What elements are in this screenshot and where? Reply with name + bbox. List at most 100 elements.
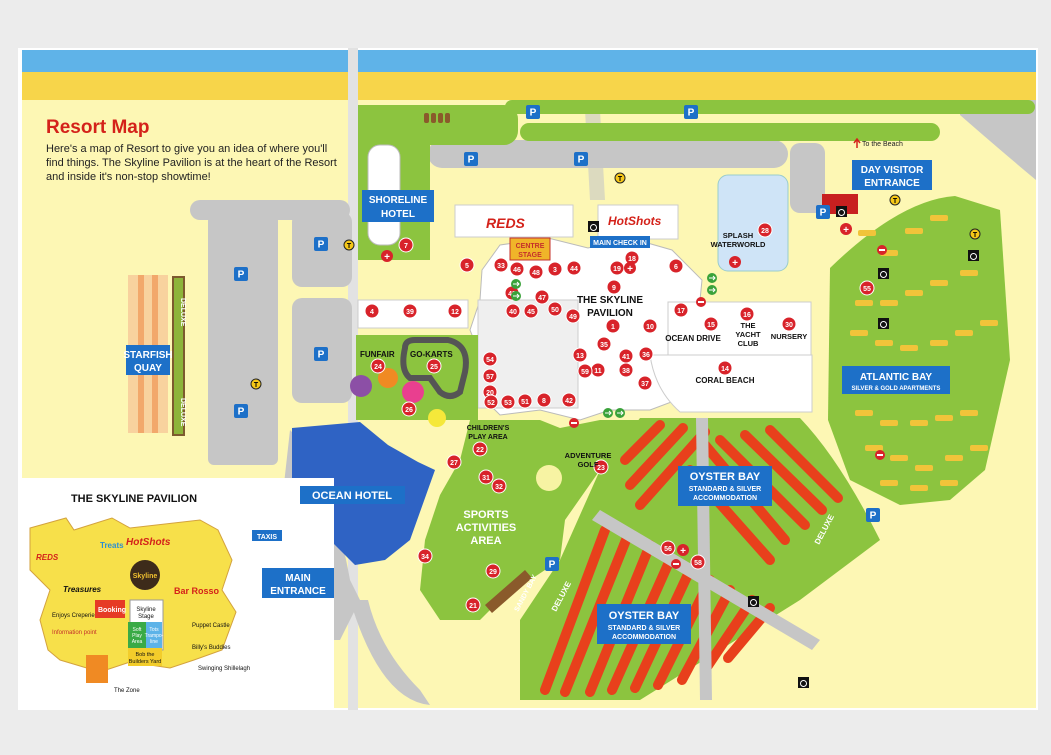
svg-text:+: + xyxy=(843,225,849,236)
map-marker-45[interactable]: 45 xyxy=(523,303,539,319)
map-marker-39[interactable]: 39 xyxy=(402,303,418,319)
apartment-block xyxy=(955,330,973,336)
map-marker-35[interactable]: 35 xyxy=(596,336,612,352)
map-marker-17[interactable]: 17 xyxy=(673,302,689,318)
taxi-icon: T xyxy=(614,172,626,184)
marker-circle xyxy=(717,360,733,376)
map-marker-7[interactable]: 7 xyxy=(398,237,414,253)
map-marker-57[interactable]: 57 xyxy=(482,368,498,384)
map-marker-59[interactable]: 59 xyxy=(577,363,593,379)
apartment-block xyxy=(930,215,948,221)
direction-arrow-icon xyxy=(615,408,625,418)
sandy-bay-strip xyxy=(485,570,532,613)
map-marker-54[interactable]: 54 xyxy=(482,351,498,367)
marker-number: 33 xyxy=(497,263,505,270)
map-marker-38[interactable]: 38 xyxy=(618,362,634,378)
deluxe-label-2: DELUXE xyxy=(179,398,186,427)
marker-circle xyxy=(690,554,706,570)
apartment-block xyxy=(855,410,873,416)
first-aid-icon: + xyxy=(624,262,636,275)
deluxe-strip-inner xyxy=(174,278,183,434)
map-marker-41[interactable]: 41 xyxy=(618,348,634,364)
map-marker-53[interactable]: 53 xyxy=(500,394,516,410)
svg-text:+: + xyxy=(680,546,686,557)
wheelchair-icon xyxy=(968,250,979,261)
map-marker-37[interactable]: 37 xyxy=(637,375,653,391)
map-marker-29[interactable]: 29 xyxy=(485,563,501,579)
marker-circle xyxy=(517,393,533,409)
map-marker-28[interactable]: 28 xyxy=(757,222,773,238)
map-marker-12[interactable]: 12 xyxy=(447,303,463,319)
skyline-pavilion-label-2: PAVILION xyxy=(587,308,633,319)
marker-circle xyxy=(561,392,577,408)
map-marker-56[interactable]: 56 xyxy=(660,540,676,556)
map-marker-52[interactable]: 52 xyxy=(483,394,499,410)
map-marker-44[interactable]: 44 xyxy=(566,260,582,276)
marker-circle xyxy=(483,394,499,410)
map-marker-3[interactable]: 3 xyxy=(547,261,563,277)
map-marker-33[interactable]: 33 xyxy=(493,257,509,273)
map-marker-51[interactable]: 51 xyxy=(517,393,533,409)
marker-number: 12 xyxy=(451,309,459,316)
marker-number: 16 xyxy=(743,312,751,319)
map-marker-22[interactable]: 22 xyxy=(472,441,488,457)
childrens-play-label-2: PLAY AREA xyxy=(468,434,507,441)
legend-title: THE SKYLINE PAVILION xyxy=(71,493,197,505)
map-marker-55[interactable]: 55 xyxy=(859,280,875,296)
map-marker-42[interactable]: 42 xyxy=(561,392,577,408)
map-marker-32[interactable]: 32 xyxy=(491,478,507,494)
map-marker-1[interactable]: 1 xyxy=(605,318,621,334)
marker-number: 19 xyxy=(613,266,621,273)
svg-text:T: T xyxy=(893,198,898,205)
map-marker-31[interactable]: 31 xyxy=(478,469,494,485)
map-marker-49[interactable]: 49 xyxy=(565,308,581,324)
map-marker-48[interactable]: 48 xyxy=(528,264,544,280)
map-marker-4[interactable]: 4 xyxy=(364,303,380,319)
apartment-block xyxy=(880,420,898,426)
map-marker-36[interactable]: 36 xyxy=(638,346,654,362)
marker-number: 37 xyxy=(641,381,649,388)
map-marker-34[interactable]: 34 xyxy=(417,548,433,564)
map-marker-23[interactable]: 23 xyxy=(593,459,609,475)
map-marker-11[interactable]: 11 xyxy=(590,362,606,378)
marker-number: 56 xyxy=(664,546,672,553)
map-marker-25[interactable]: 25 xyxy=(426,358,442,374)
map-marker-9[interactable]: 9 xyxy=(606,279,622,295)
day-visitor-label-2: ENTRANCE xyxy=(864,178,920,189)
map-marker-8[interactable]: 8 xyxy=(536,392,552,408)
map-marker-30[interactable]: 30 xyxy=(781,316,797,332)
map-marker-14[interactable]: 14 xyxy=(717,360,733,376)
marker-circle xyxy=(859,280,875,296)
map-marker-5[interactable]: 5 xyxy=(459,257,475,273)
marker-circle xyxy=(398,237,414,253)
legend-booking-box xyxy=(95,600,125,618)
map-marker-40[interactable]: 40 xyxy=(505,303,521,319)
apartment-block xyxy=(945,455,963,461)
marker-number: 24 xyxy=(374,364,382,371)
marker-circle xyxy=(577,363,593,379)
taxi-icon: T xyxy=(889,194,901,206)
legend-puppet-castle: Puppet Castle xyxy=(192,623,230,629)
map-marker-47[interactable]: 47 xyxy=(534,289,550,305)
map-marker-46[interactable]: 46 xyxy=(509,261,525,277)
marker-circle xyxy=(505,303,521,319)
map-marker-58[interactable]: 58 xyxy=(690,554,706,570)
marker-number: 46 xyxy=(513,267,521,274)
map-marker-24[interactable]: 24 xyxy=(370,358,386,374)
map-marker-13[interactable]: 13 xyxy=(572,347,588,363)
map-marker-10[interactable]: 10 xyxy=(642,318,658,334)
reds-building xyxy=(454,204,574,238)
marker-circle xyxy=(426,358,442,374)
marker-number: 49 xyxy=(569,314,577,321)
map-marker-50[interactable]: 50 xyxy=(547,301,563,317)
map-marker-27[interactable]: 27 xyxy=(446,454,462,470)
map-marker-26[interactable]: 26 xyxy=(401,401,417,417)
childrens-play-label-1: CHILDREN'S xyxy=(467,425,510,432)
map-marker-18[interactable]: 18 xyxy=(624,250,640,266)
map-marker-15[interactable]: 15 xyxy=(703,316,719,332)
map-marker-6[interactable]: 6 xyxy=(668,258,684,274)
map-marker-19[interactable]: 19 xyxy=(609,260,625,276)
map-marker-16[interactable]: 16 xyxy=(739,306,755,322)
marker-number: 59 xyxy=(581,369,589,376)
map-marker-21[interactable]: 21 xyxy=(465,597,481,613)
